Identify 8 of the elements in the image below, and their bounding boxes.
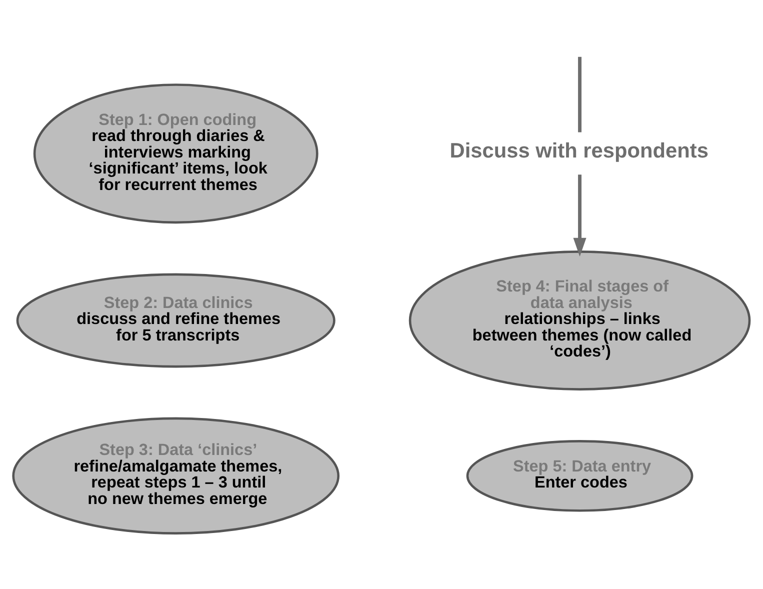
node-ellipse: Step 4: Final stages of data analysis relationships – links between themes (now called ‘codes’) — [408, 250, 751, 390]
node-ellipse: Step 3: Data ‘clinics’ refine/amalgamate themes, repeat steps 1 – 3 until no new themes emerge — [12, 417, 340, 534]
arrow — [573, 174, 586, 257]
node-ellipse: Step 5: Data entry Enter codes — [466, 440, 694, 512]
node-ellipse: Step 2: Data clinics discuss and refine themes for 5 transcripts — [16, 273, 336, 368]
node-text: Discuss with respondents — [450, 140, 708, 163]
node-ellipse: Step 1: Open coding read through diaries & interviews marking ‘significant’ items, look for recurrent themes — [33, 84, 318, 224]
connector — [578, 56, 582, 132]
